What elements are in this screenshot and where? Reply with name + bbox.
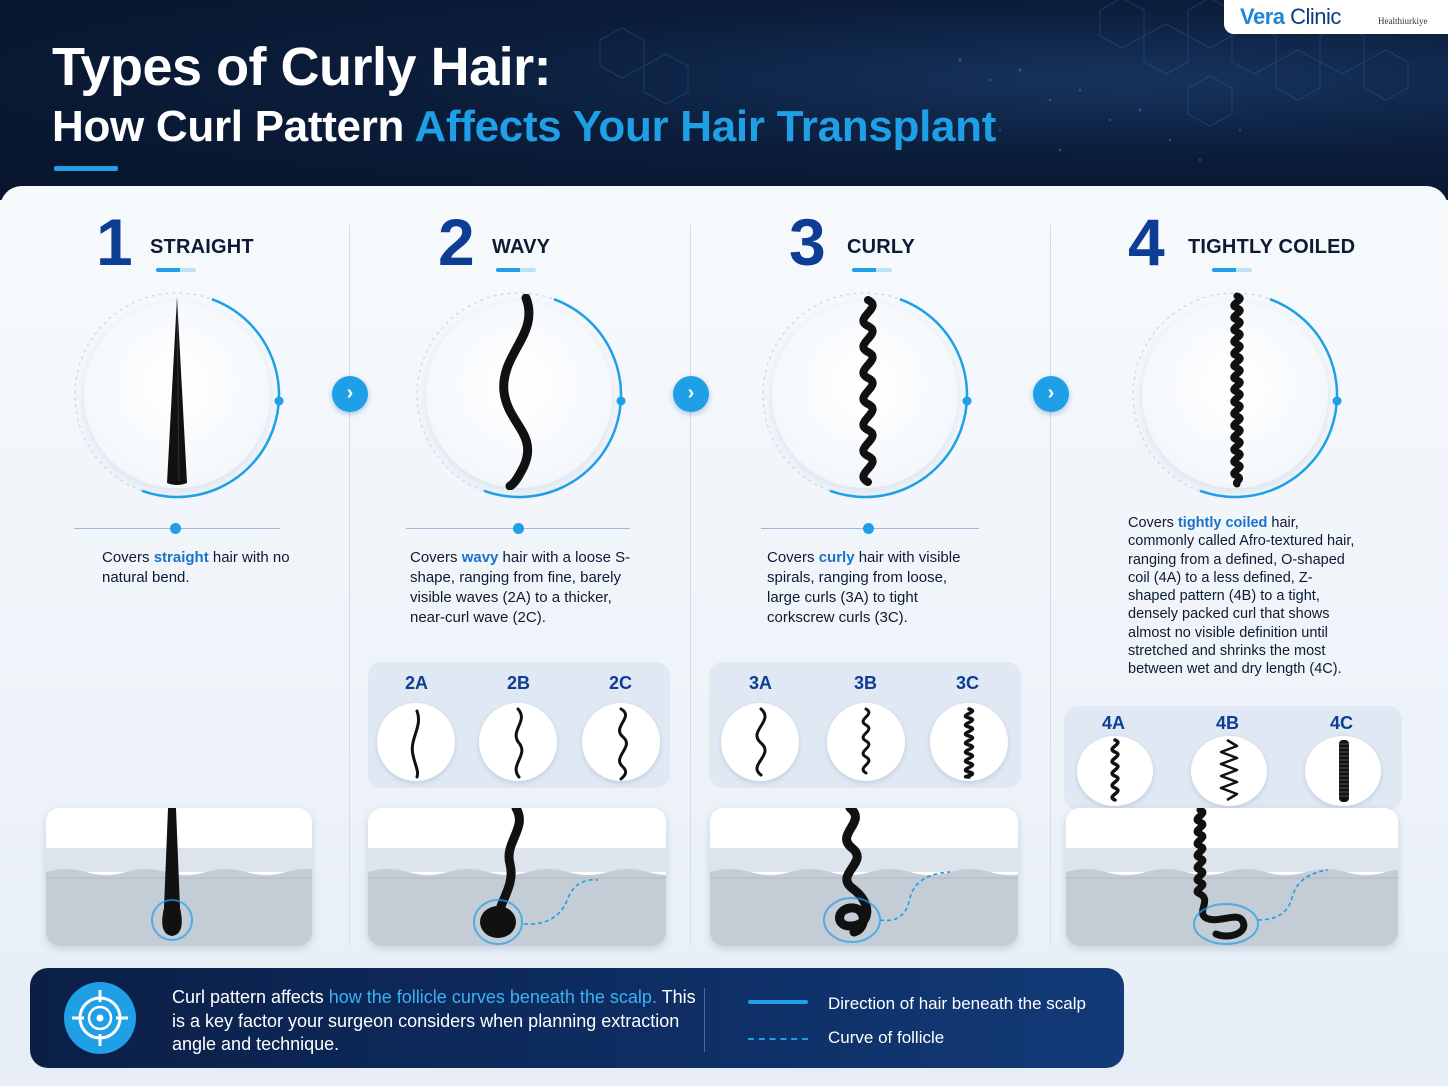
subtype-label: 3C bbox=[956, 673, 980, 693]
type-description: Covers wavy hair with a loose S-shape, r… bbox=[410, 549, 631, 626]
type-label: WAVY bbox=[492, 236, 551, 258]
axis-dot bbox=[170, 523, 181, 534]
label-underline bbox=[496, 268, 536, 272]
wavy-subtype-icons bbox=[410, 707, 628, 781]
subtype-label: 4B bbox=[1216, 713, 1240, 733]
type-label: STRAIGHT bbox=[150, 236, 254, 258]
legend-solid-label: Direction of hair beneath the scalp bbox=[828, 994, 1086, 1013]
subtitle-plain: How Curl Pattern bbox=[52, 102, 415, 151]
type-number: 4 bbox=[1128, 205, 1165, 279]
next-chevron-right-icon[interactable]: › bbox=[332, 376, 368, 412]
progress-ring bbox=[416, 292, 626, 499]
type-description: Covers tightly coiled hair, commonly cal… bbox=[1128, 515, 1355, 678]
type-label: TIGHTLY COILED bbox=[1188, 236, 1356, 258]
scalp-cross-section bbox=[46, 808, 312, 946]
progress-ring bbox=[1132, 292, 1342, 499]
page-subtitle: How Curl Pattern Affects Your Hair Trans… bbox=[52, 102, 996, 152]
label-underline bbox=[156, 268, 196, 272]
axis-dot bbox=[863, 523, 874, 534]
partner-logo: Healthiurkiye bbox=[1378, 16, 1428, 26]
type-description: Covers curly hair with visible spirals, … bbox=[767, 549, 961, 626]
footer-divider bbox=[704, 988, 705, 1052]
subtype-label: 2A bbox=[405, 673, 429, 693]
type-number: 2 bbox=[438, 205, 475, 279]
column-divider bbox=[690, 225, 691, 945]
vera-clinic-logo: Vera Clinic bbox=[1240, 4, 1341, 29]
progress-ring bbox=[74, 292, 284, 499]
progress-ring bbox=[762, 292, 972, 499]
footer-note-text: Curl pattern affects how the follicle cu… bbox=[172, 987, 696, 1054]
axis-dot bbox=[513, 523, 524, 534]
next-chevron-right-icon[interactable]: › bbox=[1033, 376, 1069, 412]
title-underline bbox=[54, 166, 118, 171]
type-number: 1 bbox=[96, 205, 133, 279]
curly-hair-icon bbox=[859, 296, 877, 486]
legend-dashed-line-swatch bbox=[748, 1038, 808, 1040]
legend-solid-line-swatch bbox=[748, 1000, 808, 1004]
page-title: Types of Curly Hair: bbox=[52, 37, 552, 97]
follicle-wavy-diagram bbox=[368, 808, 666, 946]
type-number: 3 bbox=[789, 205, 826, 279]
legend-dashed-label: Curve of follicle bbox=[828, 1028, 945, 1047]
hair-illustration-circle bbox=[426, 302, 612, 488]
crosshair-target-icon bbox=[64, 982, 136, 1054]
label-underline bbox=[852, 268, 892, 272]
subtype-label: 2C bbox=[609, 673, 633, 693]
type-label: CURLY bbox=[847, 236, 916, 258]
type-description: Covers straight hair with no natural ben… bbox=[102, 549, 290, 586]
label-underline bbox=[1212, 268, 1252, 272]
follicle-coiled-diagram bbox=[1066, 808, 1398, 946]
header-banner: Types of Curly Hair: How Curl Pattern Af… bbox=[0, 0, 1448, 200]
curly-subtype-icons bbox=[755, 707, 975, 779]
scalp-cross-section bbox=[710, 808, 1018, 946]
wavy-hair-icon bbox=[499, 294, 534, 490]
subtype-label: 2B bbox=[507, 673, 531, 693]
follicle-curly-diagram bbox=[710, 808, 1018, 946]
column-divider bbox=[1050, 225, 1051, 945]
subtype-circle bbox=[582, 703, 660, 781]
subtype-label: 3A bbox=[749, 673, 773, 693]
subtype-label: 4A bbox=[1102, 713, 1126, 733]
subtype-label: 3B bbox=[854, 673, 878, 693]
scalp-cross-section bbox=[1066, 808, 1398, 946]
footer-note-bar: Curl pattern affects how the follicle cu… bbox=[30, 968, 1124, 1068]
subtitle-highlight: Affects Your Hair Transplant bbox=[414, 102, 997, 151]
follicle-straight-diagram bbox=[46, 808, 312, 946]
subtype-label: 4C bbox=[1330, 713, 1354, 733]
scalp-cross-section bbox=[368, 808, 666, 946]
column-divider bbox=[349, 225, 350, 945]
brand-logo-box: Vera Clinic Healthiurkiye bbox=[1224, 0, 1448, 34]
coiled-subtype-icons bbox=[1110, 738, 1349, 802]
straight-hair-icon bbox=[167, 297, 187, 485]
next-chevron-right-icon[interactable]: › bbox=[673, 376, 709, 412]
coiled-hair-icon bbox=[1230, 292, 1244, 488]
